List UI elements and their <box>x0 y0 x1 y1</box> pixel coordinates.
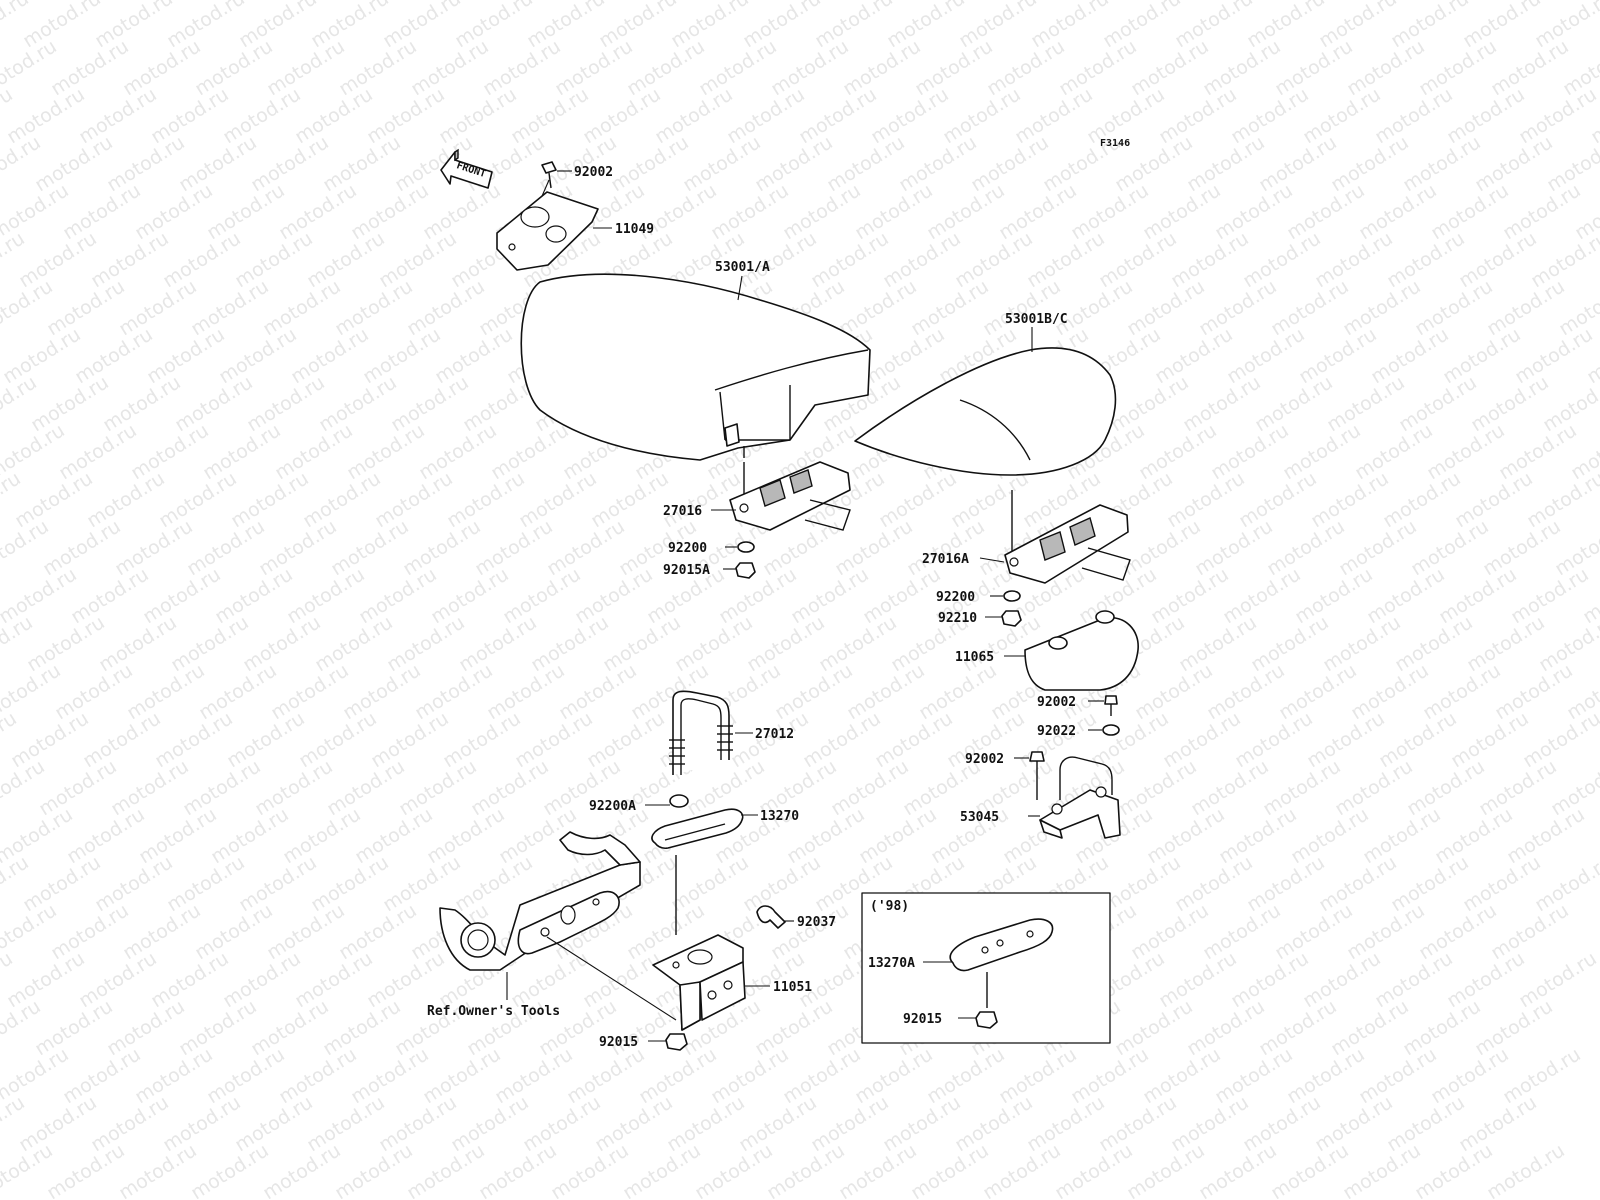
washer-92200-rear <box>990 590 1021 602</box>
bolt-92002-right-2 <box>1014 751 1045 800</box>
label-92015-inset: 92015 <box>903 1012 942 1027</box>
label-13270a: 13270A <box>868 956 915 971</box>
latch-27016a <box>979 490 1131 584</box>
nut-92015-bottom <box>648 1033 688 1051</box>
label-92015-bottom: 92015 <box>599 1035 638 1050</box>
label-27016a: 27016A <box>922 552 969 567</box>
rear-seat-53001bc <box>854 327 1117 476</box>
bracket-11049 <box>496 191 612 271</box>
label-92002-top: 92002 <box>574 165 613 180</box>
label-92002-right-2: 92002 <box>965 752 1004 767</box>
label-53045: 53045 <box>960 810 999 825</box>
label-owners-tools: Ref.Owner's Tools <box>427 1004 560 1019</box>
owners-tools-holder <box>439 831 677 1021</box>
label-92200-rear: 92200 <box>936 590 975 605</box>
front-seat-53001a <box>520 273 871 461</box>
label-92210: 92210 <box>938 611 977 626</box>
inset-year-label: ('98) <box>870 899 909 914</box>
label-53001a: 53001/A <box>715 260 770 275</box>
watermark-text: motod.ru <box>1575 0 1600 4</box>
figure-code: F3146 <box>1100 138 1130 149</box>
label-92200-front: 92200 <box>668 541 707 556</box>
label-53001bc: 53001B/C <box>1005 312 1068 327</box>
cover-11065 <box>1004 610 1139 691</box>
label-11049: 11049 <box>615 222 654 237</box>
clip-92037 <box>756 905 794 929</box>
label-11051: 11051 <box>773 980 812 995</box>
washer-92200-front <box>725 541 755 553</box>
nut-92210 <box>985 610 1022 627</box>
bolt-92002-right-1 <box>1088 695 1118 716</box>
label-27016: 27016 <box>663 504 702 519</box>
front-arrow: FRONT <box>440 148 493 189</box>
latch-27016 <box>711 461 851 531</box>
label-27012: 27012 <box>755 727 794 742</box>
label-11065: 11065 <box>955 650 994 665</box>
nut-92015a <box>723 562 756 579</box>
label-13270: 13270 <box>760 809 799 824</box>
washer-92200a <box>645 794 689 808</box>
bracket-11051 <box>652 855 770 1031</box>
u-bolt-27012 <box>669 690 753 775</box>
label-92015a: 92015A <box>663 563 710 578</box>
label-92037: 92037 <box>797 915 836 930</box>
label-92002-right-1: 92002 <box>1037 695 1076 710</box>
bracket-53045 <box>1028 756 1121 839</box>
label-92200a: 92200A <box>589 799 636 814</box>
plate-13270 <box>651 808 758 850</box>
washer-92022 <box>1088 724 1120 736</box>
inset-98 <box>861 892 1111 1044</box>
label-92022: 92022 <box>1037 724 1076 739</box>
